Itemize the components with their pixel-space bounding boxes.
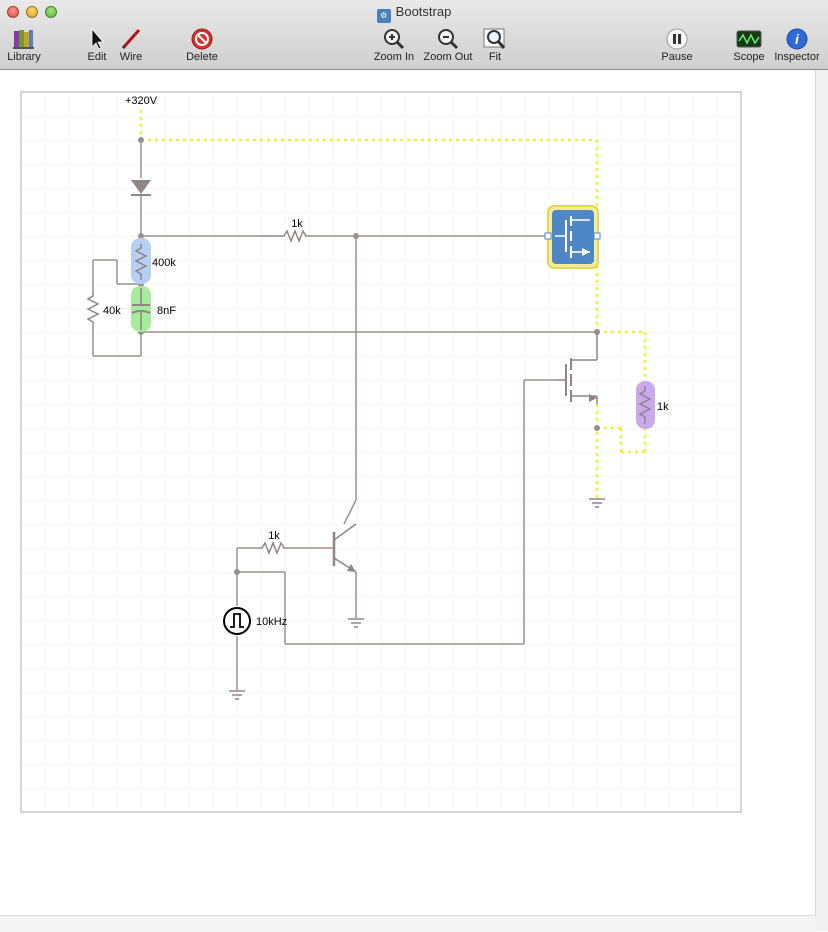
zoom-out-label: Zoom Out: [423, 51, 473, 63]
ground-symbol-npn: [348, 618, 364, 628]
arrow-pointer-icon: [82, 26, 112, 52]
window-title: ⚙ Bootstrap: [0, 4, 828, 23]
load-resistor-1k[interactable]: [636, 381, 655, 429]
fit-button[interactable]: Fit: [480, 26, 510, 63]
pen-icon: [116, 26, 146, 52]
delete-button[interactable]: Delete: [182, 26, 222, 63]
zoom-in-label: Zoom In: [373, 51, 415, 63]
high-side-mosfet[interactable]: [544, 205, 601, 269]
ground-symbol-mosfet: [589, 498, 605, 508]
info-icon: i: [772, 26, 822, 52]
inspector-button[interactable]: i Inspector: [772, 26, 822, 63]
low-side-mosfet[interactable]: [556, 332, 598, 404]
close-window-button[interactable]: [7, 6, 19, 18]
inspector-label: Inspector: [774, 51, 820, 63]
resistor-1k-base[interactable]: [258, 540, 286, 556]
resistor-400k[interactable]: [131, 238, 151, 284]
zoom-out-button[interactable]: Zoom Out: [422, 26, 474, 63]
wire-label: Wire: [119, 51, 143, 63]
resistor-1k-gate[interactable]: [260, 228, 308, 244]
schematic-grid: [20, 91, 742, 813]
active-wires: [139, 110, 647, 498]
wires: [92, 140, 597, 690]
ground-symbol-source: [229, 690, 245, 700]
npn-transistor[interactable]: [332, 523, 357, 573]
delete-label: Delete: [186, 51, 218, 63]
delete-icon: [182, 26, 222, 52]
zoom-in-icon: [372, 26, 416, 52]
source-label-clip: 10kHz: [256, 616, 287, 628]
edit-button[interactable]: Edit: [82, 26, 112, 63]
schematic[interactable]: +320V 400k 8nF 40k 1k: [0, 70, 815, 915]
resistor-1k-base-label: 1k: [268, 530, 280, 542]
resistor-40k-label: 40k: [103, 305, 121, 317]
capacitor-8nf[interactable]: [131, 286, 151, 332]
library-label: Library: [7, 51, 41, 63]
doc-icon: ⚙: [376, 9, 391, 23]
svg-text:i: i: [795, 31, 800, 47]
scope-button[interactable]: Scope: [732, 26, 766, 63]
pause-button[interactable]: Pause: [658, 26, 696, 63]
window-right-edge: [815, 70, 828, 931]
resistor-40k[interactable]: [86, 292, 100, 324]
zoom-in-button[interactable]: Zoom In: [372, 26, 416, 63]
zoom-window-button[interactable]: [45, 6, 57, 18]
diode[interactable]: [131, 180, 151, 196]
fit-label: Fit: [488, 51, 502, 63]
oscilloscope-icon: [732, 26, 766, 52]
fit-icon: [480, 26, 510, 52]
edit-label: Edit: [87, 51, 107, 63]
wire-button[interactable]: Wire: [116, 26, 146, 63]
resistor-1k-gate-label: 1k: [291, 218, 303, 230]
books-icon: [4, 26, 44, 52]
capacitor-label: 8nF: [157, 305, 176, 317]
supply-label: +320V: [125, 95, 158, 107]
scope-label: Scope: [733, 51, 765, 63]
resistor-400k-label: 400k: [152, 257, 176, 269]
source-label: 10kHz: [256, 616, 287, 628]
zoom-out-icon: [422, 26, 474, 52]
window-bottom-edge: [0, 915, 816, 932]
pause-label: Pause: [661, 51, 693, 63]
pause-icon: [658, 26, 696, 52]
window-title-text: Bootstrap: [395, 4, 452, 19]
minimize-window-button[interactable]: [26, 6, 38, 18]
load-resistor-label: 1k: [657, 401, 669, 413]
circuit-canvas[interactable]: +320V 400k 8nF 40k 1k: [0, 70, 815, 915]
window-titlebar: ⚙ Bootstrap Library Edit Wire Delete Zoom…: [0, 0, 828, 70]
square-wave-source[interactable]: [223, 607, 251, 635]
library-button[interactable]: Library: [4, 26, 44, 63]
